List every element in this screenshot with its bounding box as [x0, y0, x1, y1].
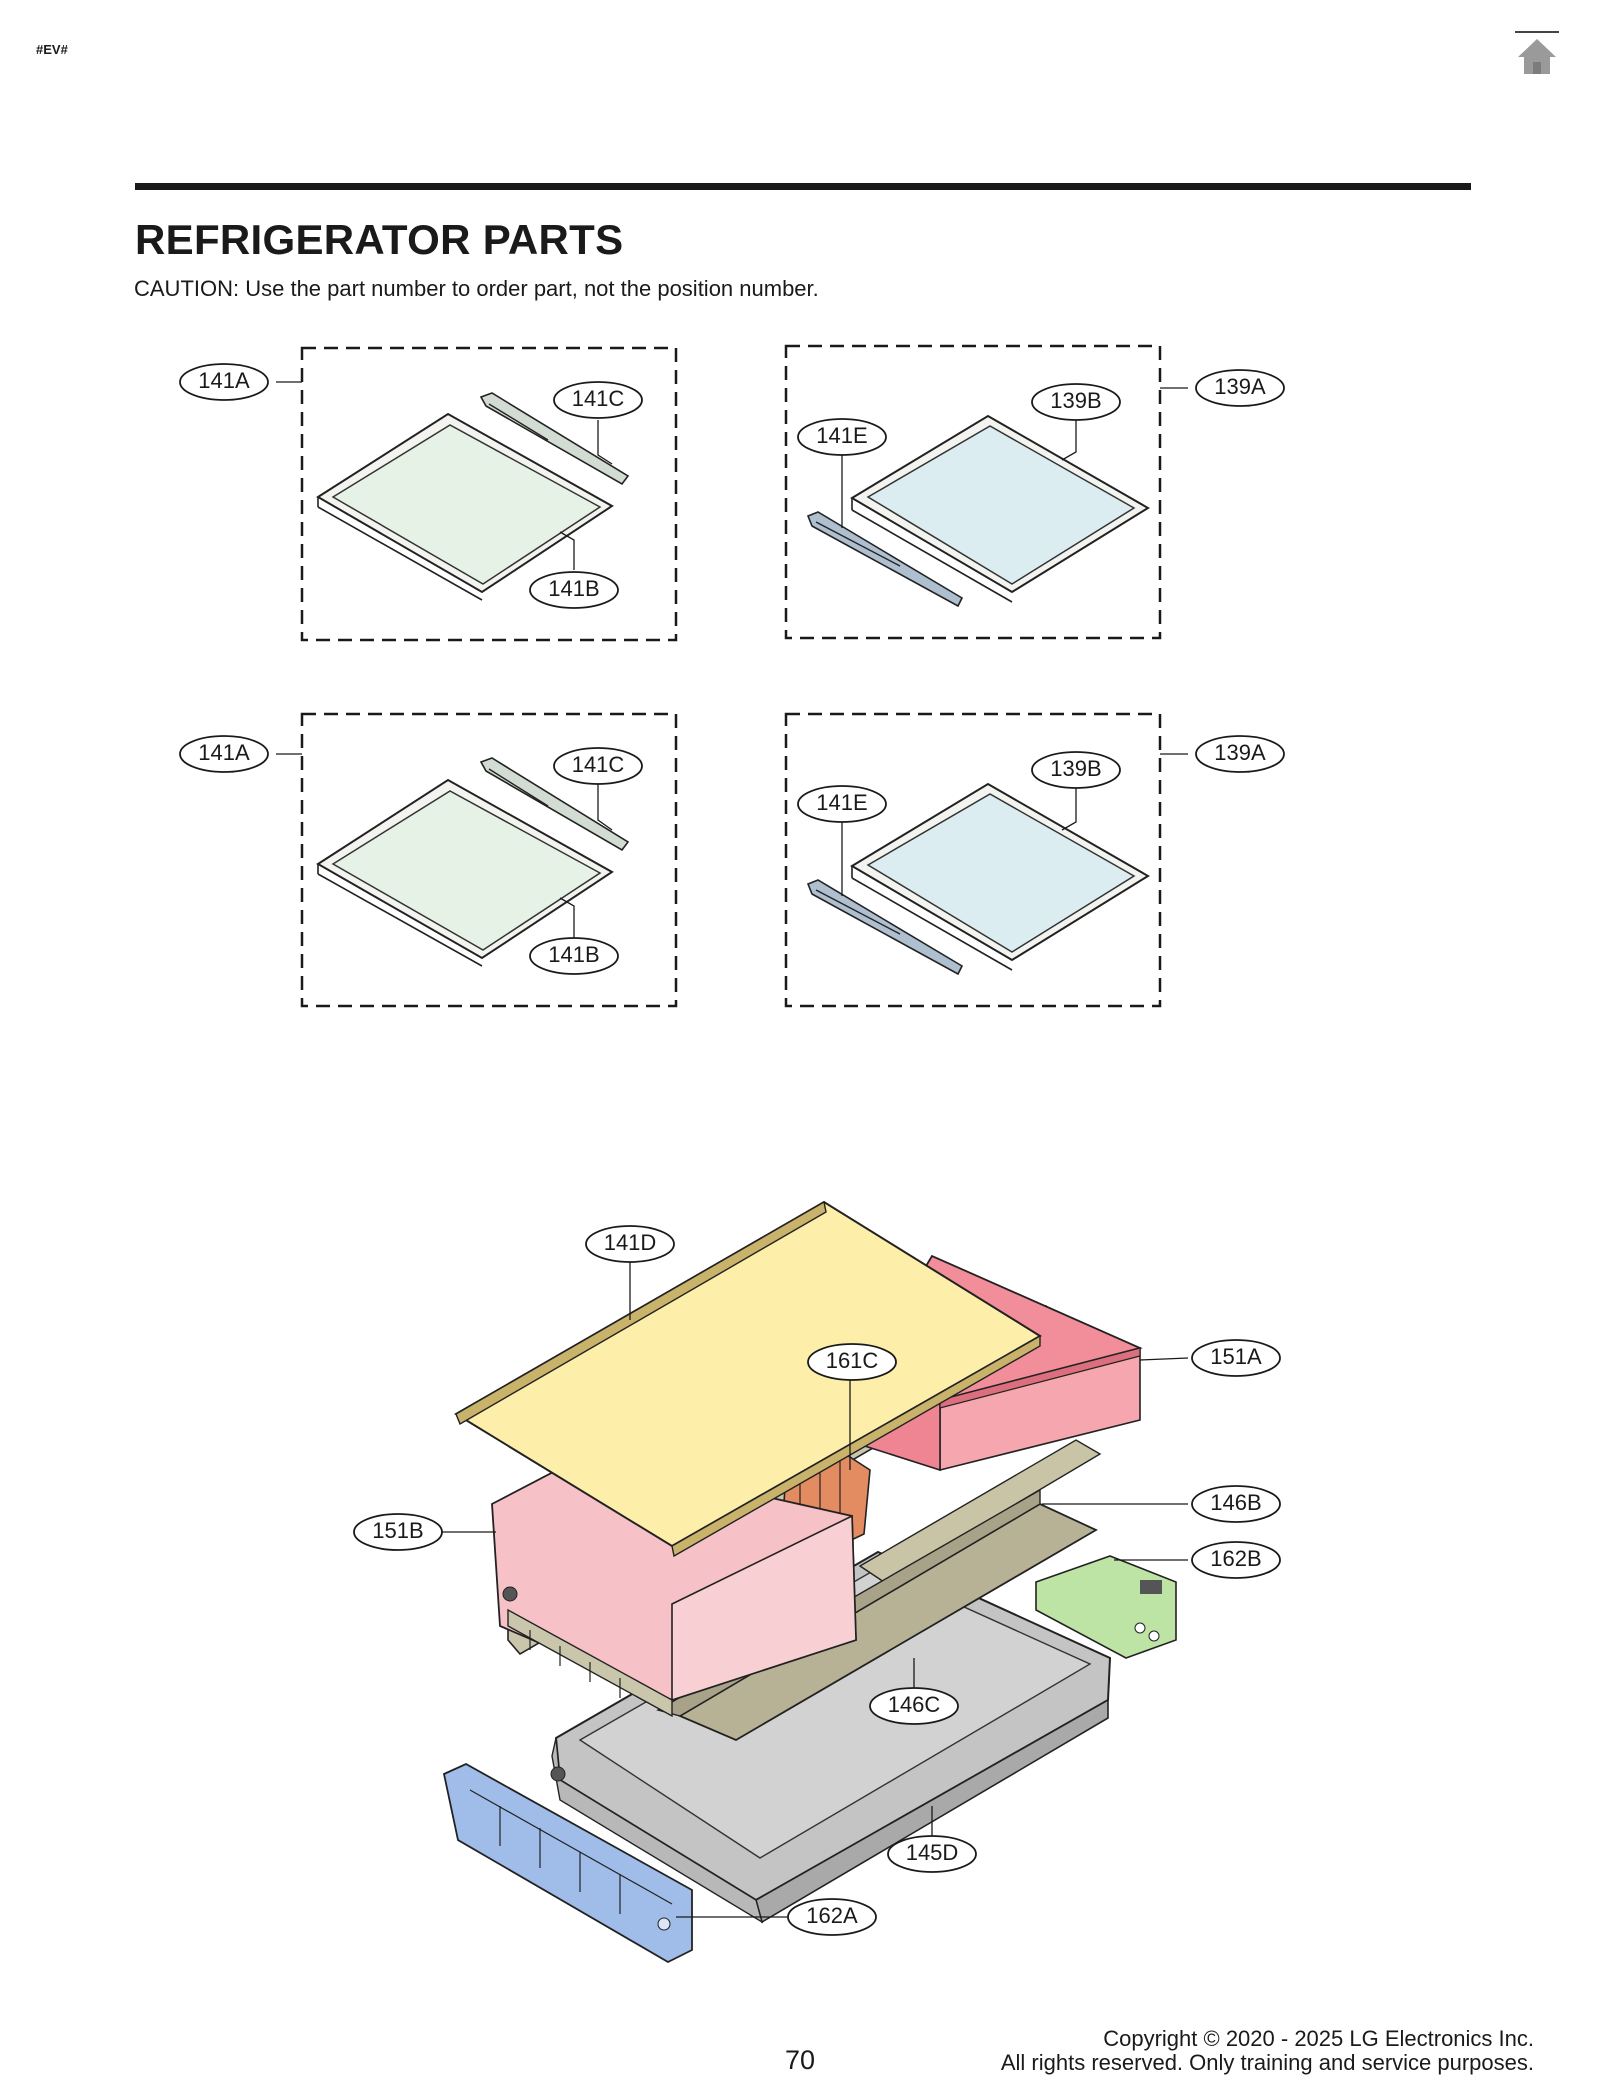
callout-139a-2 [1195, 735, 1285, 773]
shelf-group-3: 141A 141C 141B [179, 712, 678, 1008]
label-139b-2: 139B [1050, 756, 1101, 781]
label-161c: 161C [826, 1348, 879, 1373]
callout-145d [887, 1835, 977, 1873]
callout-141b-2 [529, 937, 619, 975]
label-146c: 146C [888, 1692, 941, 1717]
callout-141c-2 [553, 747, 643, 785]
caution-note: CAUTION: Use the part number to order pa… [134, 276, 819, 301]
shelf-group-4: 139A 139B 141E [784, 712, 1285, 1008]
callout-139b [1031, 383, 1121, 421]
label-141c-2: 141C [572, 752, 625, 777]
callout-162b [1191, 1541, 1281, 1579]
label-141a-2: 141A [198, 740, 250, 765]
label-139a: 139A [1214, 374, 1266, 399]
left-drawer [491, 1455, 857, 1718]
shelf-group-1: 141A 141C 141B [179, 346, 678, 642]
callout-151b [353, 1513, 443, 1551]
callout-141b [529, 571, 619, 609]
label-141e-2: 141E [816, 790, 867, 815]
label-141a: 141A [198, 368, 250, 393]
label-151b: 151B [372, 1518, 423, 1543]
callout-161c [807, 1343, 897, 1381]
callout-139b-2 [1031, 751, 1121, 789]
label-139b: 139B [1050, 388, 1101, 413]
shelf-group-2: 139A 139B 141E [784, 344, 1285, 640]
header-rule [135, 183, 1471, 190]
label-141e: 141E [816, 423, 867, 448]
callout-141c [553, 381, 643, 419]
label-141d: 141D [604, 1230, 657, 1255]
green-control-part [1035, 1555, 1177, 1659]
label-151a: 151A [1210, 1344, 1262, 1369]
callout-141e-2 [797, 785, 887, 823]
callout-141e [797, 418, 887, 456]
drawer-assembly: 141D 161C 151A 151B 146B 162B 146C 145D … [353, 1200, 1281, 1964]
label-139a-2: 139A [1214, 740, 1266, 765]
callout-141a [179, 363, 269, 401]
copyright-line-1: Copyright © 2020 - 2025 LG Electronics I… [1103, 2026, 1534, 2051]
page-number: 70 [784, 2045, 816, 2075]
label-162a: 162A [806, 1903, 858, 1928]
label-141b: 141B [548, 576, 599, 601]
callout-141a-2 [179, 735, 269, 773]
copyright-line-2: All rights reserved. Only training and s… [1000, 2050, 1534, 2075]
label-141c: 141C [572, 386, 625, 411]
callout-146b [1191, 1485, 1281, 1523]
callout-162a [787, 1898, 877, 1936]
copyright: Copyright © 2020 - 2025 LG Electronics I… [1001, 2027, 1534, 2075]
document-tag: #EV# [36, 42, 68, 57]
home-rule [1515, 31, 1559, 33]
home-icon[interactable] [1516, 36, 1558, 76]
top-shelf [454, 1200, 1042, 1558]
label-145d: 145D [906, 1840, 959, 1865]
label-141b-2: 141B [548, 942, 599, 967]
callout-151a [1191, 1339, 1281, 1377]
label-146b: 146B [1210, 1490, 1261, 1515]
callout-139a [1195, 369, 1285, 407]
label-162b: 162B [1210, 1546, 1261, 1571]
page-title: REFRIGERATOR PARTS [135, 216, 624, 263]
blue-control-part [442, 1762, 693, 1964]
callout-141d [585, 1225, 675, 1263]
callout-146c [869, 1687, 959, 1725]
